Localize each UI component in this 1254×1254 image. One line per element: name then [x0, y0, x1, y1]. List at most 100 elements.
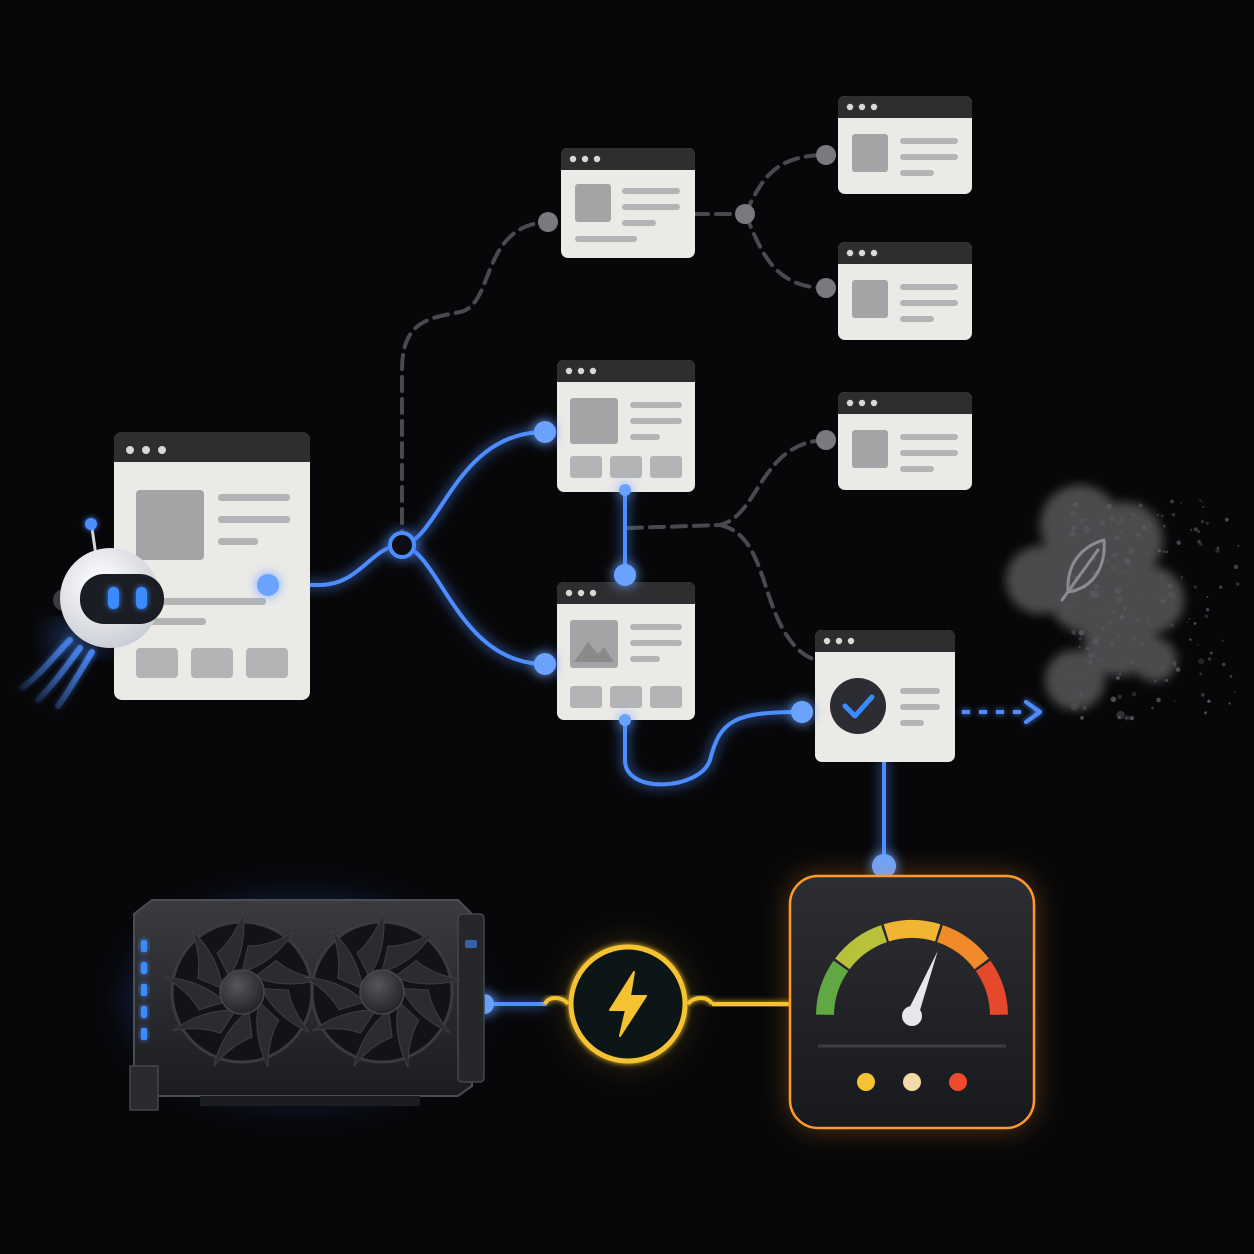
smoke-particle	[1204, 711, 1207, 715]
abandoned-links	[400, 153, 828, 662]
smoke-particle	[1134, 530, 1136, 533]
link-image-to-goal	[623, 710, 802, 787]
smoke-particle	[1083, 526, 1090, 533]
smoke-particle	[1193, 527, 1198, 532]
smoke-particle	[1236, 582, 1240, 586]
smoke-particle	[1131, 691, 1137, 697]
smoke-particle	[1151, 706, 1154, 710]
node-upper-in	[538, 212, 558, 232]
smoke-particle	[1124, 716, 1128, 720]
smoke-particle	[1084, 518, 1088, 521]
result-page-window	[557, 360, 695, 492]
fan-blade	[331, 930, 363, 990]
fan-blade	[213, 1009, 253, 1067]
gpu-fan-left	[163, 912, 321, 1068]
smoke-particle	[1189, 528, 1193, 532]
smoke-particle	[1219, 585, 1223, 589]
smoke-particle	[1176, 540, 1181, 545]
smoke-particle	[1215, 548, 1220, 553]
smoke-particle	[1129, 576, 1132, 579]
smoke-particle	[1119, 531, 1123, 535]
smoke-particle	[1090, 608, 1093, 611]
smoke-particle	[1086, 646, 1090, 650]
smoke-particle	[1172, 596, 1175, 599]
smoke-particle	[1114, 553, 1118, 557]
smoke-particle	[1202, 500, 1204, 503]
smoke-particle	[1207, 699, 1211, 703]
fan-blade	[396, 1001, 420, 1068]
smoke-particle	[1216, 546, 1219, 549]
smoke-particle	[1078, 637, 1082, 641]
smoke-particle	[1116, 676, 1120, 680]
gauge-arc-segment	[937, 925, 989, 970]
smoke-particle	[1128, 548, 1135, 555]
smoke-particle	[1221, 662, 1226, 667]
hollow-junction-node-icon	[388, 531, 416, 559]
smoke-particle	[1196, 643, 1199, 646]
smoke-particle	[1124, 571, 1127, 574]
smoke-particle	[1101, 626, 1106, 632]
indicator-light	[857, 1073, 875, 1091]
smoke-particle	[1114, 535, 1119, 541]
fan-blade	[400, 987, 451, 1034]
smoke-particle	[1148, 524, 1152, 527]
smoke-particle	[1096, 657, 1101, 662]
smoke-particle	[1205, 521, 1209, 525]
smoke-particle	[1186, 621, 1189, 623]
smoke-particle	[1210, 651, 1213, 655]
emission-cloud-icon	[1006, 485, 1240, 721]
smoke-particle	[1180, 502, 1182, 504]
smoke-particle	[1089, 590, 1097, 598]
smoke-particle	[1132, 620, 1135, 622]
smoke-particle	[1071, 630, 1076, 635]
smoke-particle	[1138, 503, 1143, 508]
smoke-particle	[1093, 584, 1099, 590]
gauge-needle	[902, 950, 938, 1026]
placeholder-image	[136, 490, 204, 560]
smoke-particle	[1207, 657, 1212, 661]
smoke-particle	[1154, 643, 1157, 646]
smoke-particle	[1201, 693, 1205, 697]
smoke-particle	[1088, 653, 1094, 659]
smoke-particle	[1070, 702, 1079, 711]
smoke-particle	[1080, 693, 1084, 698]
node-image-top	[614, 564, 636, 586]
fan-blade	[191, 930, 223, 990]
smoke-particle	[1110, 696, 1117, 703]
smoke-particle	[1163, 524, 1166, 528]
node-top-right-in	[816, 145, 836, 165]
abandoned-nodes	[538, 145, 836, 450]
smoke-particle	[1085, 674, 1089, 678]
link-split-to-mid-right	[743, 212, 828, 290]
fan-blade	[381, 931, 435, 973]
smoke-particle	[1106, 503, 1112, 510]
smoke-particle	[1156, 697, 1161, 703]
smoke-particle	[1229, 675, 1233, 678]
smoke-particle	[1078, 645, 1081, 648]
smoke-particle	[1202, 506, 1205, 508]
dead-end-top-right-window	[838, 96, 972, 194]
image-page-window	[557, 582, 695, 720]
smoke-particle	[1071, 527, 1074, 530]
smoke-particle	[1146, 616, 1150, 620]
smoke-particle	[1120, 657, 1124, 661]
smoke-particle	[1091, 570, 1096, 576]
smoke-particle	[1078, 630, 1085, 636]
smoke-particle	[1095, 535, 1097, 537]
smoke-particle	[1180, 575, 1184, 579]
smoke-particle	[1140, 643, 1144, 647]
smoke-particle	[1115, 595, 1123, 603]
fan-blade	[303, 976, 366, 1011]
smoke-particle	[1233, 564, 1239, 569]
fan-blade	[393, 959, 461, 985]
smoke-particle	[1119, 614, 1125, 620]
link-junction-to-image	[400, 543, 547, 666]
node-image-in	[534, 653, 556, 675]
smoke-particle	[1157, 513, 1159, 516]
smoke-particle	[1158, 595, 1161, 598]
gauge-arc-segment	[835, 925, 887, 970]
node-image-out	[619, 714, 631, 726]
smoke-particle	[1082, 705, 1087, 711]
link-junction-to-upper-page	[400, 220, 550, 547]
dead-end-lower-right-window	[838, 392, 972, 490]
